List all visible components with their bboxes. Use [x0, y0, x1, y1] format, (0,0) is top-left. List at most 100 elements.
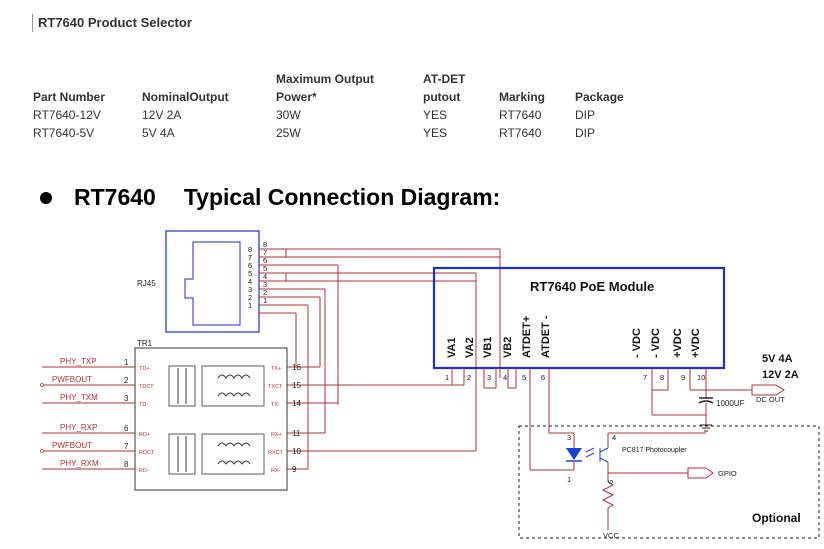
table-cell: 12V 2A — [142, 108, 182, 122]
page-title: RT7640 Product Selector — [32, 14, 192, 32]
svg-text:5: 5 — [263, 264, 267, 273]
module-pin-numbers: 1 2 3 4 5 6 7 8 9 10 — [445, 373, 705, 382]
diagram-heading: RT7640 Typical Connection Diagram: — [40, 184, 500, 211]
photocoupler-wires — [530, 432, 706, 530]
svg-text:TX+: TX+ — [271, 366, 281, 372]
svg-text:7: 7 — [124, 442, 129, 451]
rj45-pin-numbers: 8 7 6 5 4 3 2 1 8 7 6 5 4 3 2 1 — [248, 240, 267, 310]
svg-text:RXCT: RXCT — [268, 450, 284, 456]
phototransistor-icon — [599, 447, 609, 463]
svg-text:- VDC: - VDC — [631, 328, 643, 358]
output-12v-label: 12V 2A — [762, 369, 799, 381]
svg-text:RX-: RX- — [271, 468, 281, 474]
svg-text:7: 7 — [248, 253, 252, 262]
svg-text:RX+: RX+ — [271, 432, 282, 438]
svg-text:ATDET+: ATDET+ — [521, 316, 533, 358]
tr-right-taps: TX+ TXCT TX- RX+ RXCT RX- — [268, 366, 284, 474]
table-cell: DIP — [575, 126, 596, 140]
svg-text:1: 1 — [445, 373, 449, 382]
svg-text:1: 1 — [567, 475, 571, 484]
dc-out-label: DC OUT — [756, 395, 785, 404]
svg-text:2: 2 — [263, 288, 267, 297]
svg-text:VB2: VB2 — [502, 337, 514, 358]
gpio-label: GPIO — [718, 469, 737, 478]
svg-text:3: 3 — [248, 285, 252, 294]
svg-text:6: 6 — [263, 256, 267, 265]
svg-text:14: 14 — [292, 399, 301, 408]
signal-label: PHY_TXM — [60, 393, 98, 402]
svg-text:+VDC: +VDC — [690, 328, 702, 358]
svg-text:VA2: VA2 — [464, 337, 476, 358]
svg-text:11: 11 — [292, 429, 301, 438]
svg-text:4: 4 — [612, 433, 616, 442]
rj45-connector: RJ45 — [137, 230, 260, 333]
svg-text:9: 9 — [292, 465, 297, 474]
svg-text:16: 16 — [292, 363, 301, 372]
svg-text:TD+: TD+ — [139, 366, 150, 372]
optional-label: Optional — [752, 511, 801, 525]
svg-text:9: 9 — [681, 373, 685, 382]
svg-text:TD-: TD- — [139, 402, 148, 408]
svg-text:8: 8 — [660, 373, 664, 382]
gpio-arrow — [687, 467, 714, 479]
signal-label: PHY_TXP — [60, 357, 96, 366]
svg-text:10: 10 — [292, 447, 301, 456]
table-cell: YES — [423, 126, 448, 140]
svg-text:ATDET -: ATDET - — [540, 315, 552, 358]
svg-text:4: 4 — [503, 373, 507, 382]
svg-text:3: 3 — [124, 394, 129, 403]
table-cell: 30W — [276, 108, 301, 122]
table-cell: RT7640 — [499, 126, 542, 140]
svg-text:6: 6 — [606, 480, 615, 484]
svg-text:8: 8 — [124, 460, 129, 469]
svg-text:RD-: RD- — [139, 468, 149, 474]
svg-text:7: 7 — [263, 248, 267, 257]
svg-text:3: 3 — [487, 373, 491, 382]
capacitor-label: 1000UF — [716, 399, 745, 408]
svg-text:+VDC: +VDC — [672, 328, 684, 358]
tr-right-wires — [287, 366, 477, 470]
svg-text:4: 4 — [263, 272, 267, 281]
module-pin-names: VA1 VA2 VB1 VB2 ATDET+ ATDET - - VDC - V… — [446, 315, 702, 358]
bullet-icon — [40, 191, 52, 204]
table-cell: RT7640-12V — [33, 108, 101, 122]
tr1-label: TR1 — [137, 339, 153, 348]
signal-label: PHY_RXP — [60, 423, 97, 432]
svg-text:8: 8 — [263, 240, 267, 249]
table-row: RT7640-12V 12V 2A 30W YES RT7640 DIP — [33, 106, 655, 124]
table-header-cell: Package — [575, 90, 624, 104]
tr1-transformer: TR1 — [134, 339, 288, 491]
phy-signal-labels: PHY_TXP PWFBOUT PHY_TXM PHY_RXP PWFBOUT … — [52, 357, 99, 468]
table-header-cell: Marking — [499, 90, 546, 104]
table-cell: RT7640 — [499, 108, 542, 122]
svg-text:4: 4 — [248, 277, 252, 286]
module-pin-stubs — [451, 368, 752, 470]
heading-part-number: RT7640 — [74, 184, 156, 210]
tr-right-pins: 16 15 14 11 10 9 — [292, 363, 301, 474]
tr-left-taps: TD+ TDCT TD- RD+ RDCT RD- — [139, 366, 155, 474]
svg-text:6: 6 — [124, 424, 129, 433]
table-cell: RT7640-5V — [33, 126, 95, 140]
table-header-row: Part Number NominalOutput Maximum Output… — [33, 70, 655, 106]
product-selector-table: Part Number NominalOutput Maximum Output… — [33, 70, 655, 142]
table-cell: 5V 4A — [142, 126, 175, 140]
svg-text:1: 1 — [124, 358, 129, 367]
table-header-cell: Part Number — [33, 90, 106, 104]
signal-label: PHY_RXM — [60, 459, 99, 468]
svg-text:15: 15 — [292, 381, 301, 390]
svg-text:TXCT: TXCT — [268, 384, 283, 390]
output-capacitor — [652, 390, 714, 432]
svg-text:5: 5 — [248, 269, 252, 278]
svg-text:RD+: RD+ — [139, 432, 150, 438]
photocoupler-pins: 3 4 1 6 — [567, 433, 616, 484]
svg-text:5: 5 — [522, 373, 526, 382]
svg-text:3: 3 — [263, 280, 267, 289]
svg-text:VB1: VB1 — [482, 337, 494, 358]
vcc-label: VCC — [603, 531, 619, 540]
svg-text:6: 6 — [248, 261, 252, 270]
phy-signal-wires — [42, 366, 135, 470]
signal-label: PWFBOUT — [52, 441, 92, 450]
